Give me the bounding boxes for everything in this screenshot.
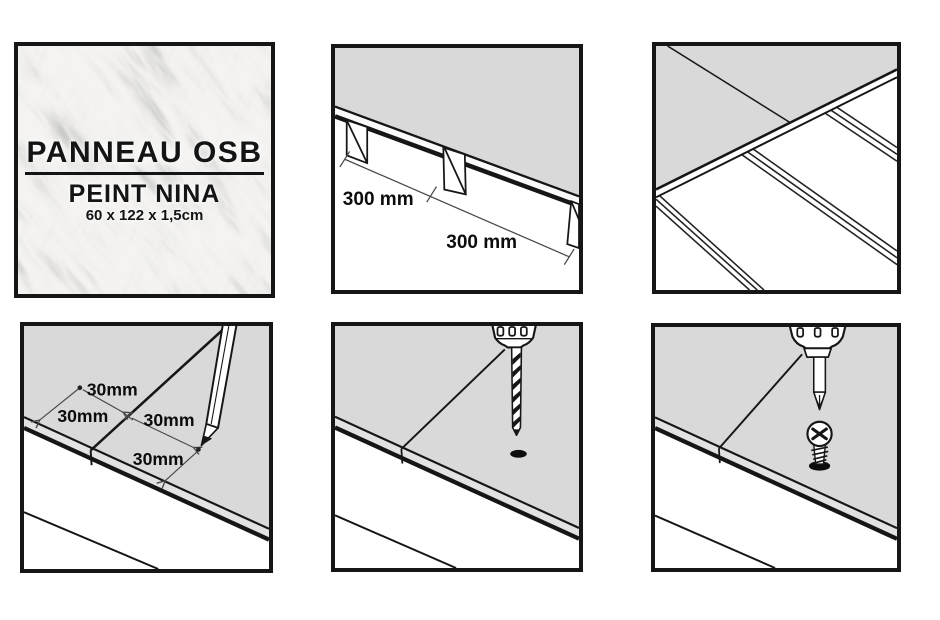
screwing-illustration — [655, 327, 897, 568]
panel-edge-face — [335, 416, 579, 538]
floor-line — [335, 514, 457, 568]
panel-seam-edge-segment — [718, 448, 721, 464]
panel-seam-edge-segment — [89, 450, 93, 466]
step-2-joist-spacing-panel: 300 mm 300 mm — [331, 44, 583, 294]
panel-seam-line — [89, 326, 228, 452]
product-title: PANNEAU OSB — [26, 136, 263, 169]
panel-surface — [24, 326, 269, 529]
step-3-panel-layout-panel — [652, 42, 901, 294]
driver-shaft — [812, 356, 827, 393]
panel-surface — [335, 48, 579, 197]
screw-hole — [808, 461, 831, 471]
drilling-illustration — [335, 326, 579, 568]
title-divider — [25, 172, 264, 175]
dimension-line — [339, 151, 575, 265]
panel-edge-top-line — [655, 416, 897, 530]
phillips-cross — [811, 427, 828, 441]
step-4-marking-panel: 30mm 30mm 30mm 30mm — [20, 322, 273, 573]
panel-surface — [655, 327, 897, 529]
product-subtitle: PEINT NINA — [68, 179, 221, 208]
mark-dot — [77, 385, 83, 391]
panel-edge-top-line — [656, 68, 897, 191]
marking-dimension-label: 30mm — [87, 380, 138, 400]
joist-spacing-illustration: 300 mm 300 mm — [335, 48, 579, 265]
drill-icon — [491, 326, 537, 437]
panel-edge-face — [24, 417, 269, 539]
panel-edge-bottom-line — [656, 76, 897, 199]
marking-dimension-label: 30mm — [133, 449, 184, 469]
floor-line — [24, 511, 159, 569]
panel-surface — [656, 46, 897, 190]
panel-seam-line — [718, 353, 803, 450]
panel-edge-bottom-line — [335, 425, 579, 541]
joist-icon — [345, 118, 369, 165]
step-1-product-panel: PANNEAU OSB PEINT NINA 60 x 122 x 1,5cm — [14, 42, 275, 298]
pencil-icon — [200, 326, 238, 447]
panel-edge-bottom-line — [655, 426, 897, 541]
spacing-dimension-label: 300 mm — [446, 232, 517, 253]
dimension-line — [30, 387, 203, 490]
marking-illustration: 30mm 30mm 30mm 30mm — [24, 326, 269, 569]
joist-icon — [566, 199, 579, 249]
panel-seam-line — [400, 348, 506, 450]
step-6-screwing-panel — [651, 323, 901, 572]
screw-icon — [806, 420, 833, 471]
panel-surface — [335, 326, 579, 528]
product-dimensions: 60 x 122 x 1,5cm — [85, 206, 204, 224]
marking-dimension-label: 30mm — [57, 406, 108, 426]
pilot-hole-icon — [510, 449, 527, 458]
panel-layout-illustration — [656, 46, 897, 290]
panel-edge-bottom-line — [24, 425, 269, 542]
product-label-block: PANNEAU OSB PEINT NINA 60 x 122 x 1,5cm — [18, 138, 271, 226]
marking-dimension-label: 30mm — [144, 410, 195, 430]
panel-edge-top-line — [335, 415, 579, 529]
panel-seam-edge-segment — [400, 448, 404, 464]
floor-line — [655, 514, 776, 568]
panel-edge-face — [656, 69, 897, 198]
panel-edge-face — [655, 417, 897, 538]
drill-bit — [510, 346, 523, 437]
screwdriver-icon — [788, 327, 847, 411]
driver-collar — [803, 347, 833, 358]
panel-seam-line — [667, 46, 792, 124]
spacing-dimension-label: 300 mm — [343, 189, 414, 210]
panel-edge-top-line — [24, 416, 269, 530]
mark-dot — [196, 447, 201, 452]
joist-icon — [442, 146, 467, 196]
step-5-drilling-panel — [331, 322, 583, 572]
